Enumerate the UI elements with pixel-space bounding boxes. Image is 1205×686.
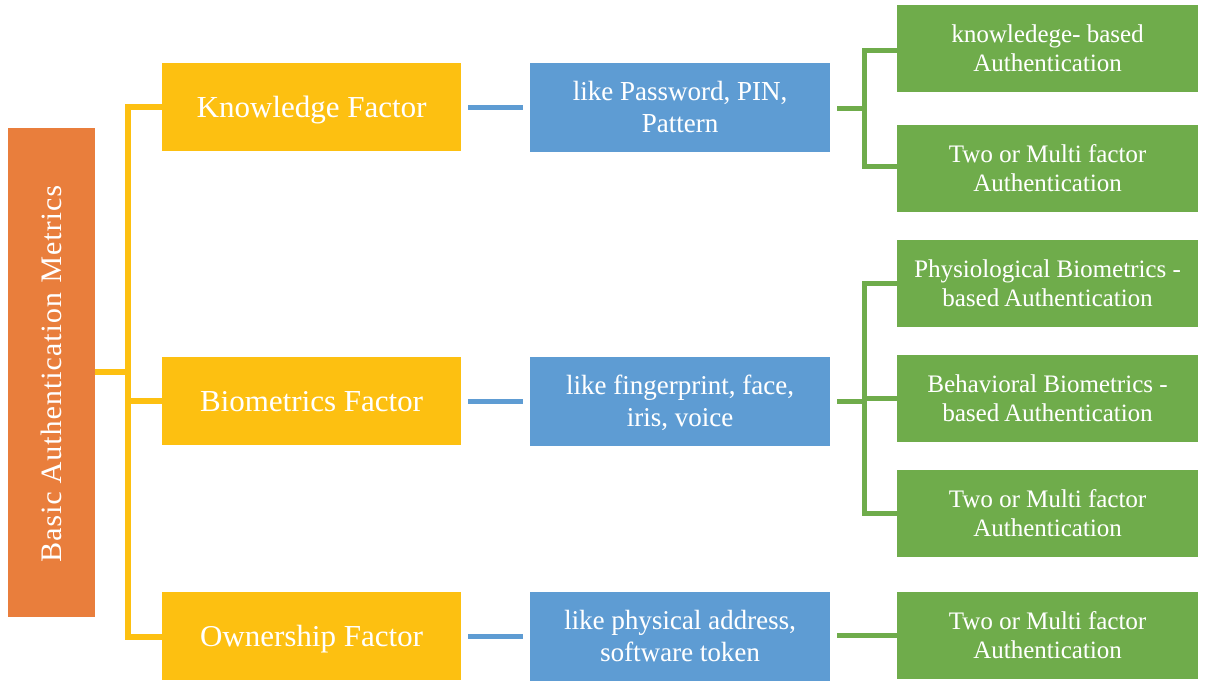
connector-factor2-stub bbox=[131, 398, 162, 404]
connector-factor1-stub bbox=[131, 104, 162, 110]
connector-example3-stub bbox=[468, 634, 523, 639]
example-node-knowledge: like Password, PIN, Pattern bbox=[530, 63, 830, 152]
leaf-label: Two or Multi factor Authentication bbox=[948, 607, 1147, 664]
connector-leaf2-stub bbox=[867, 164, 897, 169]
factor-node-ownership: Ownership Factor bbox=[162, 592, 461, 680]
example-label: like fingerprint, face, iris, voice bbox=[566, 369, 794, 432]
example-label: like physical address, software token bbox=[564, 604, 796, 667]
connector-branch2-trunk bbox=[862, 281, 867, 516]
connector-root-stub bbox=[95, 369, 125, 375]
leaf-node-physiological: Physiological Biometrics - based Authent… bbox=[897, 240, 1198, 327]
connector-leaf5-stub bbox=[867, 511, 897, 516]
factor-label: Ownership Factor bbox=[200, 618, 423, 653]
connector-branch2-stub bbox=[837, 399, 862, 404]
connector-leaf6-stub bbox=[837, 633, 897, 638]
factor-label: Knowledge Factor bbox=[196, 89, 427, 124]
leaf-node-knowledge-based: knowledege- based Authentication bbox=[897, 5, 1198, 92]
example-node-biometrics: like fingerprint, face, iris, voice bbox=[530, 357, 830, 446]
leaf-label: Two or Multi factor Authentication bbox=[948, 140, 1147, 197]
connector-branch1-stub bbox=[837, 106, 862, 111]
leaf-label: Two or Multi factor Authentication bbox=[948, 485, 1147, 542]
factor-label: Biometrics Factor bbox=[200, 383, 423, 418]
leaf-node-behavioral: Behavioral Biometrics - based Authentica… bbox=[897, 355, 1198, 442]
connector-leaf1-stub bbox=[867, 48, 897, 53]
connector-leaf3-stub bbox=[867, 281, 897, 286]
example-label: like Password, PIN, Pattern bbox=[572, 75, 788, 138]
leaf-label: Physiological Biometrics - based Authent… bbox=[914, 255, 1181, 312]
root-label: Basic Authentication Metrics bbox=[34, 183, 68, 562]
leaf-node-two-multi-1: Two or Multi factor Authentication bbox=[897, 125, 1198, 212]
connector-branch1-trunk bbox=[862, 48, 867, 169]
example-node-ownership: like physical address, software token bbox=[530, 592, 830, 681]
root-node: Basic Authentication Metrics bbox=[8, 128, 95, 617]
leaf-label: Behavioral Biometrics - based Authentica… bbox=[927, 370, 1168, 427]
connector-example1-stub bbox=[468, 105, 523, 110]
leaf-label: knowledege- based Authentication bbox=[951, 20, 1144, 77]
factor-node-biometrics: Biometrics Factor bbox=[162, 357, 461, 445]
leaf-node-two-multi-2: Two or Multi factor Authentication bbox=[897, 470, 1198, 557]
connector-root-trunk bbox=[125, 104, 131, 640]
connector-leaf4-stub bbox=[867, 396, 897, 401]
connector-example2-stub bbox=[468, 399, 523, 404]
factor-node-knowledge: Knowledge Factor bbox=[162, 63, 461, 151]
leaf-node-two-multi-3: Two or Multi factor Authentication bbox=[897, 592, 1198, 679]
connector-factor3-stub bbox=[131, 634, 162, 640]
